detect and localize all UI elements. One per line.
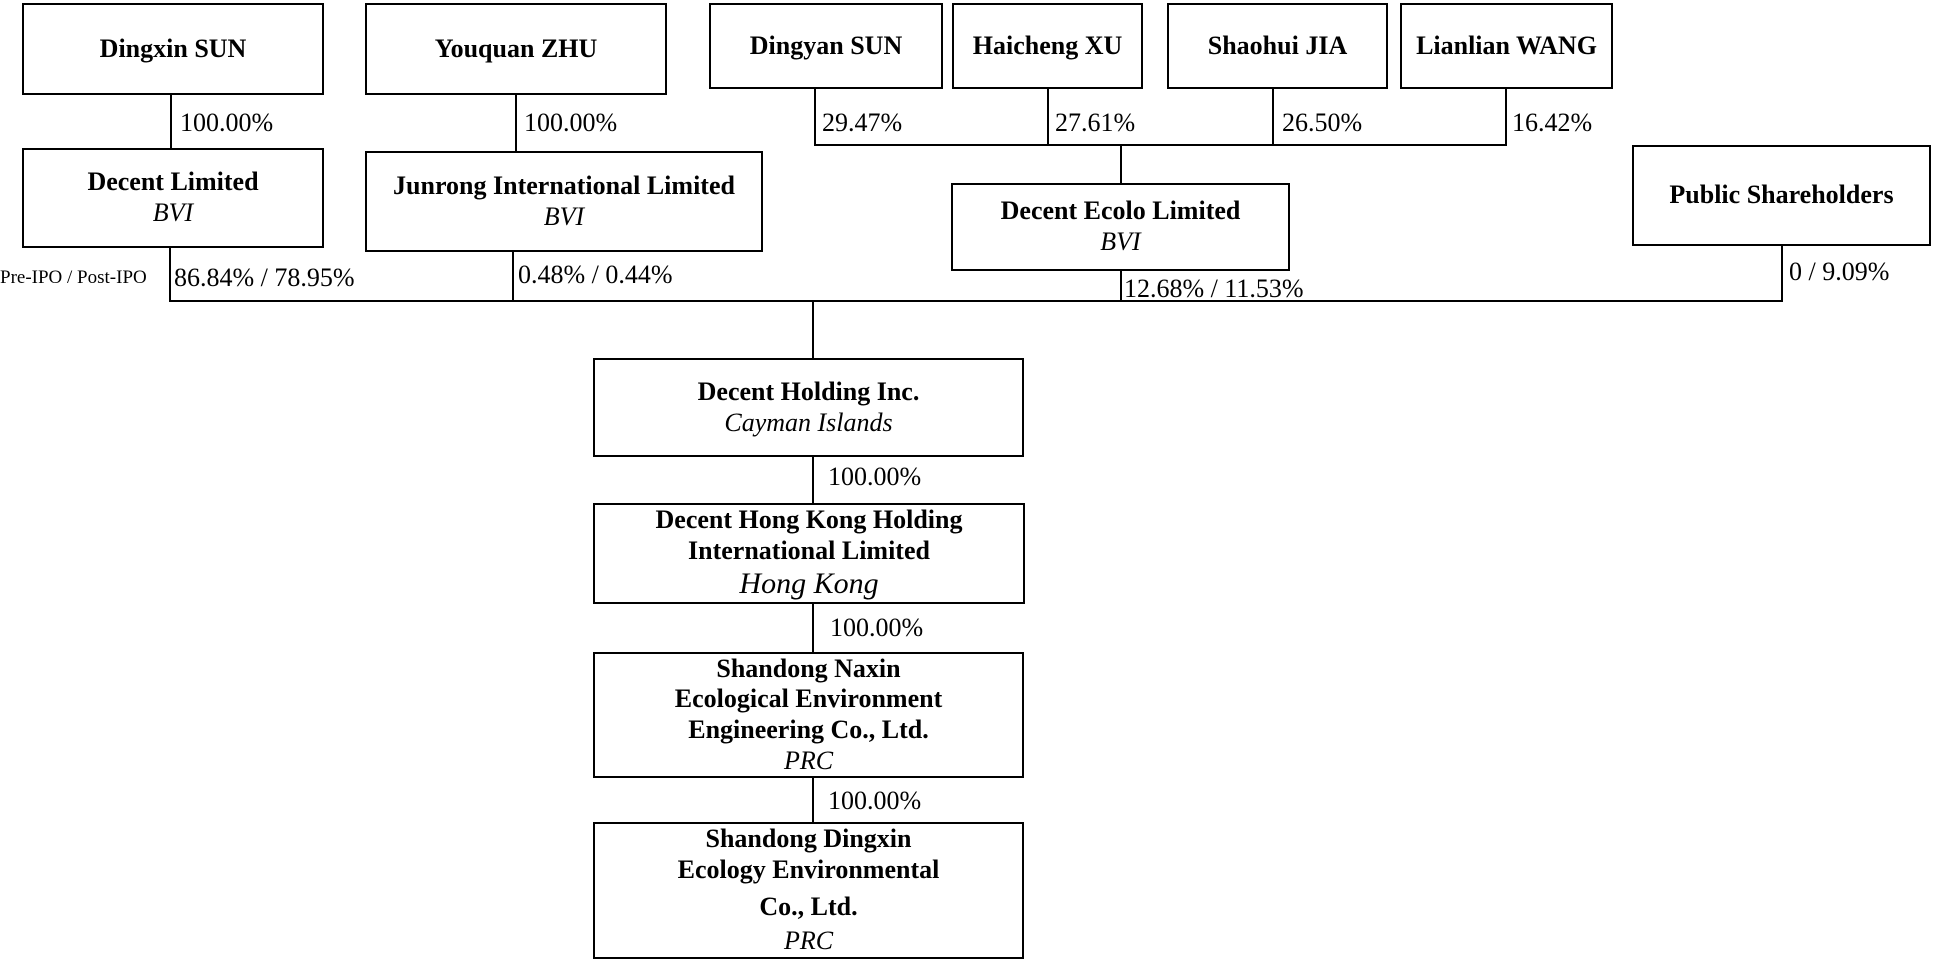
entity-name: Lianlian WANG	[1416, 30, 1597, 60]
ownership-percent: 26.50%	[1282, 108, 1363, 137]
entity-public-shareholders: Public Shareholders	[1632, 145, 1931, 246]
entity-name: Decent Holding Inc.	[697, 376, 920, 406]
entity-jurisdiction: PRC	[783, 745, 834, 775]
ownership-percent: 0 / 9.09%	[1789, 257, 1890, 286]
ownership-percent: 12.68% / 11.53%	[1124, 274, 1304, 303]
connector-line	[1120, 144, 1122, 184]
connector-line	[1505, 88, 1507, 146]
ownership-percent: 100.00%	[830, 613, 924, 642]
entity-jurisdiction: BVI	[1100, 227, 1141, 256]
ownership-percent: 29.47%	[822, 108, 903, 137]
entity-name: Youquan ZHU	[434, 33, 598, 63]
entity-name-line: Ecological Environment	[674, 684, 943, 714]
entity-jurisdiction: Cayman Islands	[724, 407, 893, 437]
ownership-percent: 100.00%	[828, 462, 922, 491]
entity-lianlian-wang: Lianlian WANG	[1400, 3, 1613, 89]
entity-name-line: Co., Ltd.	[759, 891, 858, 921]
connector-line	[1047, 88, 1049, 146]
entity-name-line: Decent Hong Kong Holding	[655, 505, 963, 535]
connector-line	[170, 93, 172, 149]
entity-decent-limited: Decent Limited BVI	[22, 148, 324, 248]
connector-line	[812, 778, 814, 824]
entity-name: Public Shareholders	[1669, 180, 1894, 210]
ownership-percent: 100.00%	[180, 108, 274, 137]
connector-line	[515, 93, 517, 152]
connector-line	[169, 300, 1783, 302]
ownership-percent: 100.00%	[524, 108, 618, 137]
connector-line	[814, 88, 816, 146]
pre-post-ipo-label: Pre-IPO / Post-IPO	[0, 267, 147, 288]
ownership-percent: 0.48% / 0.44%	[518, 260, 673, 289]
entity-decent-ecolo-limited: Decent Ecolo Limited BVI	[951, 183, 1290, 271]
entity-dingxin-sun: Dingxin SUN	[22, 3, 324, 95]
connector-line	[512, 252, 514, 302]
ownership-percent: 100.00%	[828, 786, 922, 815]
entity-name-line: Engineering Co., Ltd.	[688, 715, 929, 744]
entity-haicheng-xu: Haicheng XU	[952, 3, 1143, 89]
connector-line	[812, 604, 814, 654]
entity-name-line: Shandong Naxin	[716, 653, 901, 683]
entity-name: Decent Limited	[87, 167, 259, 197]
entity-decent-hong-kong-holding: Decent Hong Kong Holding International L…	[593, 503, 1025, 604]
entity-jurisdiction: BVI	[543, 201, 585, 231]
entity-youquan-zhu: Youquan ZHU	[365, 3, 667, 95]
connector-line	[1781, 246, 1783, 302]
entity-shaohui-jia: Shaohui JIA	[1167, 3, 1388, 89]
entity-name: Haicheng XU	[972, 30, 1123, 60]
connector-line	[812, 456, 814, 505]
entity-name-line: Ecology Environmental	[677, 854, 940, 884]
entity-name: Junrong International Limited	[393, 170, 735, 200]
ownership-percent: 16.42%	[1512, 108, 1593, 137]
entity-name: Decent Ecolo Limited	[1000, 196, 1241, 226]
connector-line	[812, 300, 814, 360]
connector-line	[1272, 88, 1274, 146]
connector-line	[169, 248, 171, 302]
entity-name: Dingyan SUN	[749, 30, 903, 60]
ownership-percent: 27.61%	[1055, 108, 1136, 137]
entity-name-line: Shandong Dingxin	[705, 824, 912, 854]
entity-shandong-dingxin: Shandong Dingxin Ecology Environmental C…	[593, 822, 1024, 959]
entity-name-line: International Limited	[688, 535, 930, 565]
entity-jurisdiction: PRC	[783, 926, 834, 956]
entity-decent-holding-inc: Decent Holding Inc. Cayman Islands	[593, 358, 1024, 457]
ownership-percent: 86.84% / 78.95%	[174, 263, 355, 292]
entity-shandong-naxin: Shandong Naxin Ecological Environment En…	[593, 652, 1024, 778]
entity-jurisdiction: Hong Kong	[739, 567, 879, 601]
entity-junrong-international-limited: Junrong International Limited BVI	[365, 151, 763, 252]
entity-dingyan-sun: Dingyan SUN	[709, 3, 943, 89]
entity-jurisdiction: BVI	[152, 198, 194, 227]
entity-name: Shaohui JIA	[1207, 30, 1348, 60]
connector-line	[814, 144, 1507, 146]
entity-name: Dingxin SUN	[99, 33, 247, 63]
connector-line	[1120, 271, 1122, 302]
